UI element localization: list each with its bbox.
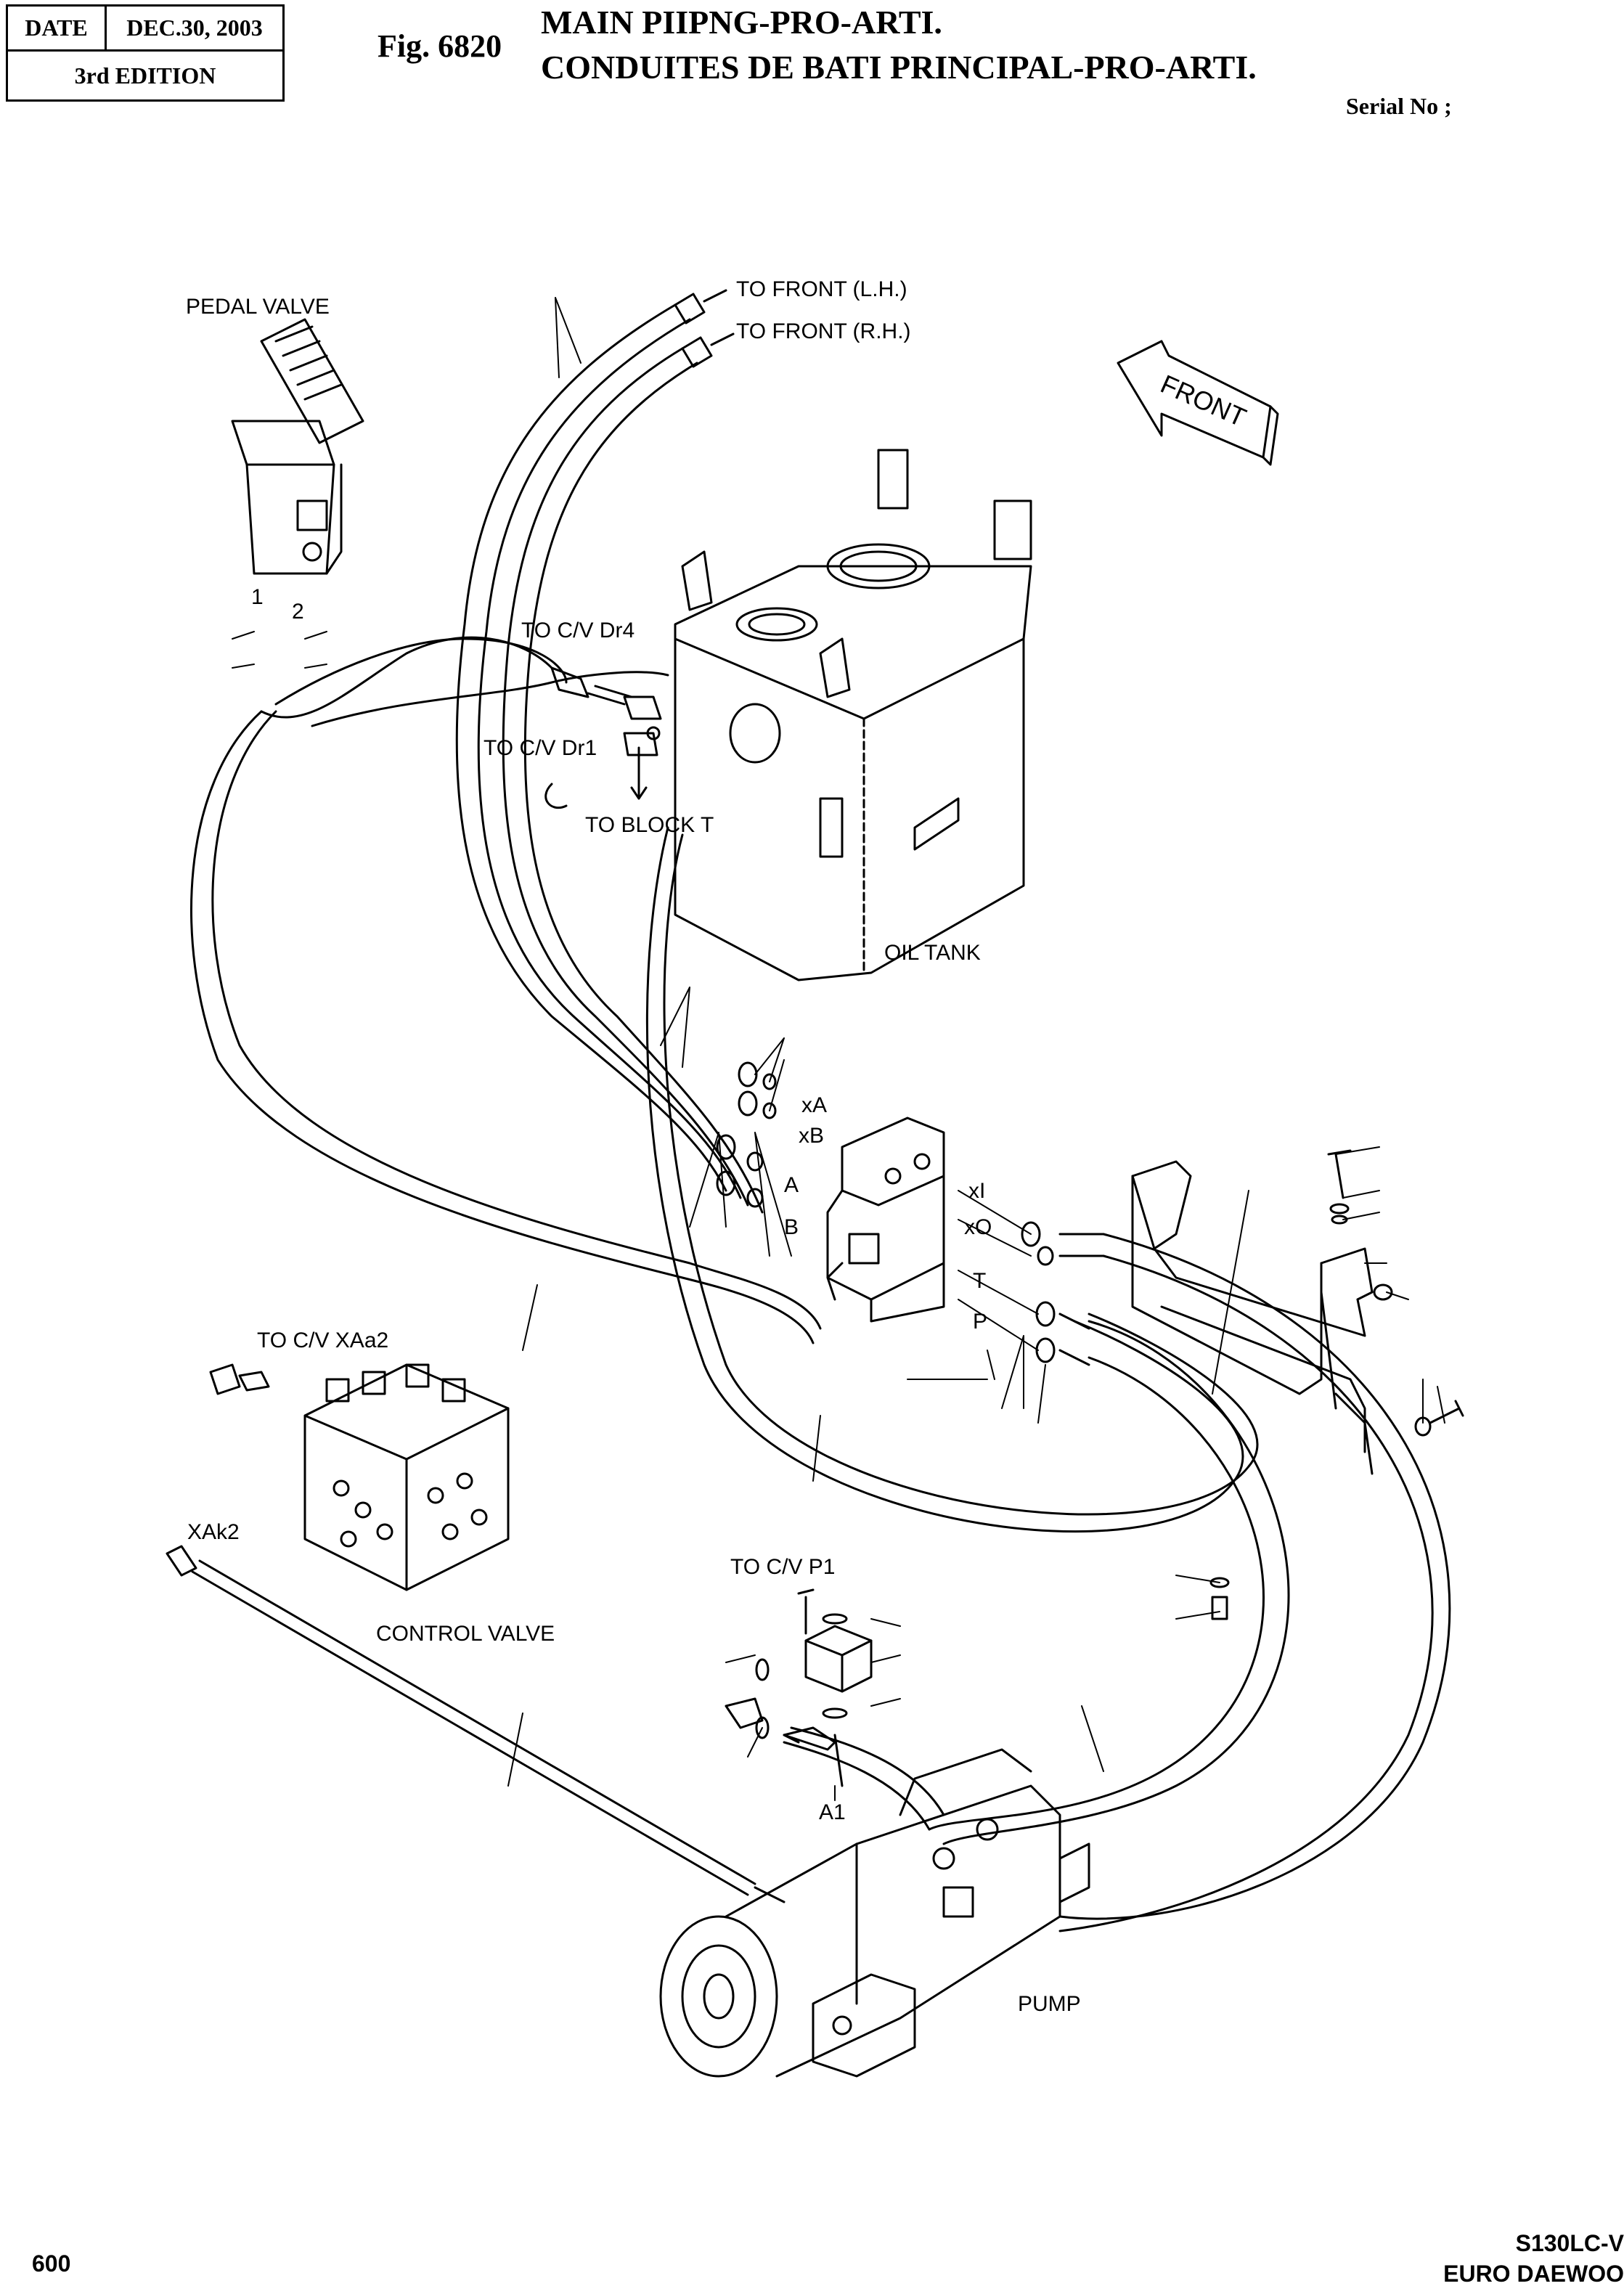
label-a1: A1 <box>819 1800 846 1824</box>
label-pedal-valve: PEDAL VALVE <box>186 295 330 319</box>
label-port-t: T <box>973 1269 986 1293</box>
label-port-xa: xA <box>801 1093 827 1117</box>
hose-bundle-to-front <box>455 289 764 1214</box>
label-port-b: B <box>784 1215 799 1239</box>
leader-lines <box>232 297 1445 1801</box>
label-port-xb: xB <box>799 1124 824 1148</box>
label-control-valve: CONTROL VALVE <box>376 1622 555 1646</box>
label-to-cv-dr4: TO C/V Dr4 <box>521 619 634 642</box>
edition-label: 3rd EDITION <box>74 62 216 89</box>
bracket-bolts <box>1209 1149 1464 1620</box>
serial-number-label: Serial No ; <box>1346 93 1452 119</box>
date-label: DATE <box>8 7 107 52</box>
label-to-cv-xaa2: TO C/V XAa2 <box>257 1328 388 1352</box>
label-port-a: A <box>784 1173 799 1197</box>
oil-tank-drawing <box>674 449 1032 981</box>
figure-number: Fig. 6820 <box>378 28 502 64</box>
title-french: CONDUITES DE BATI PRINCIPAL-PRO-ARTI. <box>541 49 1257 86</box>
label-oil-tank: OIL TANK <box>884 941 981 965</box>
control-valve-drawing <box>209 1363 510 1591</box>
pump-hoses <box>783 1233 1451 1932</box>
front-arrow-drawing <box>1117 340 1279 466</box>
label-port-p: P <box>973 1310 987 1334</box>
brand-name: EURO DAEWOO <box>1443 2261 1624 2287</box>
page-number: 600 <box>32 2250 71 2277</box>
label-to-cv-dr1: TO C/V Dr1 <box>483 736 597 760</box>
date-value: DEC.30, 2003 <box>107 7 282 52</box>
label-xak2: XAk2 <box>187 1520 240 1544</box>
pedal-valve-drawing <box>231 318 364 575</box>
pilot-block-drawing <box>725 1588 873 1787</box>
title-english: MAIN PIIPNG-PRO-ARTI. <box>541 4 942 41</box>
label-port-xo: xO <box>964 1215 992 1239</box>
label-to-cv-p1: TO C/V P1 <box>730 1555 836 1579</box>
label-port-1: 1 <box>251 585 264 609</box>
manifold-fittings <box>716 1061 1105 1366</box>
pedal-hoses <box>190 636 1259 1533</box>
label-port-2: 2 <box>292 600 304 624</box>
valve-block-drawing <box>826 1117 945 1323</box>
label-front: FRONT <box>1156 369 1251 433</box>
label-to-front-rh: TO FRONT (R.H.) <box>736 319 911 343</box>
date-edition-box: DATE DEC.30, 2003 3rd EDITION <box>6 4 285 102</box>
label-pump: PUMP <box>1018 1992 1081 2016</box>
tank-fittings <box>544 666 662 809</box>
label-to-front-lh: TO FRONT (L.H.) <box>736 277 907 301</box>
model-name: S130LC-V <box>1515 2230 1624 2256</box>
pilot-hose-xak2 <box>166 1545 786 1903</box>
label-to-block-t: TO BLOCK T <box>585 813 714 837</box>
pump-drawing <box>659 1748 1090 2078</box>
label-port-xi: xI <box>968 1179 985 1203</box>
